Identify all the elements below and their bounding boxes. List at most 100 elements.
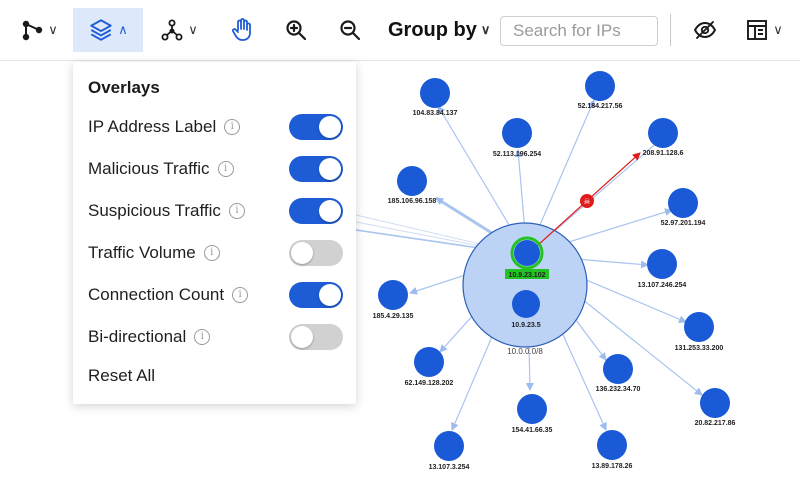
toggle-knob	[319, 200, 341, 222]
info-icon[interactable]: i	[232, 287, 249, 303]
node-label: 13.107.3.254	[429, 464, 470, 471]
overlay-row-connection-count: Connection Count i	[88, 280, 343, 310]
hide-button[interactable]	[690, 8, 720, 52]
zoom-in-button[interactable]	[276, 8, 316, 52]
zoom-out-button[interactable]	[330, 8, 370, 52]
ip-address-label-toggle[interactable]	[289, 114, 343, 140]
ip-node[interactable]: 13.107.246.254	[638, 249, 687, 289]
chevron-down-icon: ∨	[773, 22, 783, 37]
node-label: 104.83.84.137	[413, 110, 458, 117]
info-icon[interactable]: i	[228, 203, 245, 219]
center-node-label-bg	[505, 269, 549, 279]
toggle-knob	[291, 326, 313, 348]
graph-layout-button[interactable]: ∨	[14, 8, 64, 52]
ip-node[interactable]: 13.107.3.254	[429, 431, 470, 471]
malicious-traffic-toggle[interactable]	[289, 156, 343, 182]
overlay-row-malicious-traffic: Malicious Traffic i	[88, 154, 343, 184]
ip-node[interactable]: 136.232.34.70	[596, 354, 641, 393]
overlay-label: Malicious Traffic	[88, 159, 210, 178]
overlay-row-suspicious-traffic: Suspicious Traffic i	[88, 196, 343, 226]
skull-icon: ☠	[583, 197, 590, 206]
layout-menu-button[interactable]: ∨	[738, 8, 790, 52]
node-label: 185.4.29.135	[373, 313, 414, 320]
group-by-dropdown[interactable]: Group by ∨	[388, 8, 490, 52]
node-label: 13.89.178.26	[592, 463, 633, 470]
subnet-group[interactable]	[462, 222, 588, 348]
bi-directional-toggle[interactable]	[289, 324, 343, 350]
ip-node[interactable]: 208.91.128.6	[643, 118, 684, 157]
overlay-label: Connection Count	[88, 285, 225, 304]
eye-off-icon	[693, 21, 717, 39]
chevron-down-icon: ∨	[48, 22, 58, 37]
overlay-row-ip-address-label: IP Address Label i	[88, 112, 343, 142]
overlay-label: Bi-directional	[88, 327, 187, 346]
dashboard-layout-icon	[747, 20, 768, 40]
toolbar: ∨ ∧ ∨ Group by ∨	[0, 0, 800, 61]
connection-count-toggle[interactable]	[289, 282, 343, 308]
info-icon[interactable]: i	[203, 245, 220, 261]
toggle-knob	[319, 158, 341, 180]
ip-node[interactable]: 185.106.96.158	[388, 166, 437, 205]
center-node[interactable]	[514, 240, 540, 266]
inner-node-label: 10.9.23.5	[511, 322, 540, 329]
inner-node[interactable]	[512, 290, 540, 318]
search-ip-input[interactable]	[500, 16, 658, 46]
overlays-title: Overlays	[88, 78, 160, 97]
node-label: 13.107.246.254	[638, 282, 687, 289]
center-node-label: 10.9.23.102	[509, 272, 546, 279]
chevron-down-icon: ∨	[188, 22, 198, 37]
overlay-label: Traffic Volume	[88, 243, 196, 262]
hub-icon	[161, 19, 183, 41]
chevron-up-icon: ∧	[118, 22, 128, 37]
zoom-in-icon	[286, 20, 307, 41]
node-label: 208.91.128.6	[643, 150, 684, 157]
center-node-ring	[510, 236, 544, 270]
overlay-row-traffic-volume: Traffic Volume i	[88, 238, 343, 268]
node-label: 185.106.96.158	[388, 198, 437, 205]
node-label: 20.82.217.86	[695, 420, 736, 427]
malicious-indicator[interactable]	[580, 194, 594, 208]
info-icon[interactable]: i	[224, 119, 241, 135]
zoom-out-icon	[340, 20, 361, 41]
node-label: 131.253.33.200	[675, 345, 724, 352]
overlay-label: IP Address Label	[88, 117, 217, 136]
node-label: 52.184.217.56	[578, 103, 623, 110]
ip-node[interactable]: 104.83.84.137	[413, 78, 458, 117]
node-label: 136.232.34.70	[596, 386, 641, 393]
overlays-panel: Overlays IP Address Label i Malicious Tr…	[73, 62, 356, 404]
node-label: 52.97.201.194	[661, 220, 706, 227]
overlay-label: Suspicious Traffic	[88, 201, 221, 220]
ip-node[interactable]: 62.149.128.202	[405, 347, 454, 387]
overlay-row-bi-directional: Bi-directional i	[88, 322, 343, 352]
node-label: 52.113.196.254	[493, 151, 541, 158]
node-label: 154.41.66.35	[512, 427, 553, 434]
toggle-knob	[291, 242, 313, 264]
toggle-knob	[319, 284, 341, 306]
ip-node[interactable]: 52.97.201.194	[661, 188, 706, 227]
hand-icon	[232, 18, 251, 41]
node-label: 62.149.128.202	[405, 380, 454, 387]
ip-node[interactable]: 13.89.178.26	[592, 430, 633, 470]
info-icon[interactable]: i	[194, 329, 211, 345]
graph-nodes-icon	[23, 20, 43, 41]
toggle-knob	[319, 116, 341, 138]
ip-node[interactable]: 185.4.29.135	[373, 280, 414, 320]
ip-node[interactable]: 52.113.196.254	[493, 118, 541, 158]
traffic-volume-toggle[interactable]	[289, 240, 343, 266]
subnet-label: 10.0.0.0/8	[507, 347, 543, 356]
network-topology-button[interactable]: ∨	[153, 8, 205, 52]
ip-node[interactable]: 131.253.33.200	[675, 312, 724, 352]
info-icon[interactable]: i	[217, 161, 234, 177]
suspicious-traffic-toggle[interactable]	[289, 198, 343, 224]
chevron-down-icon: ∨	[480, 22, 491, 37]
ip-node[interactable]: 20.82.217.86	[695, 388, 736, 427]
group-by-label: Group by	[388, 18, 477, 41]
ip-node[interactable]: 52.184.217.56	[578, 71, 623, 110]
network-graph[interactable]: 10.0.0.0/8 ☠ 10.9.23.102 10.9.23.5 104.8…	[0, 61, 800, 496]
toolbar-divider	[670, 14, 671, 46]
pan-button[interactable]	[222, 8, 262, 52]
ip-node[interactable]: 154.41.66.35	[512, 394, 553, 434]
reset-all-button[interactable]: Reset All	[88, 366, 156, 385]
layers-icon	[90, 19, 112, 41]
overlays-button[interactable]: ∧	[73, 8, 143, 52]
